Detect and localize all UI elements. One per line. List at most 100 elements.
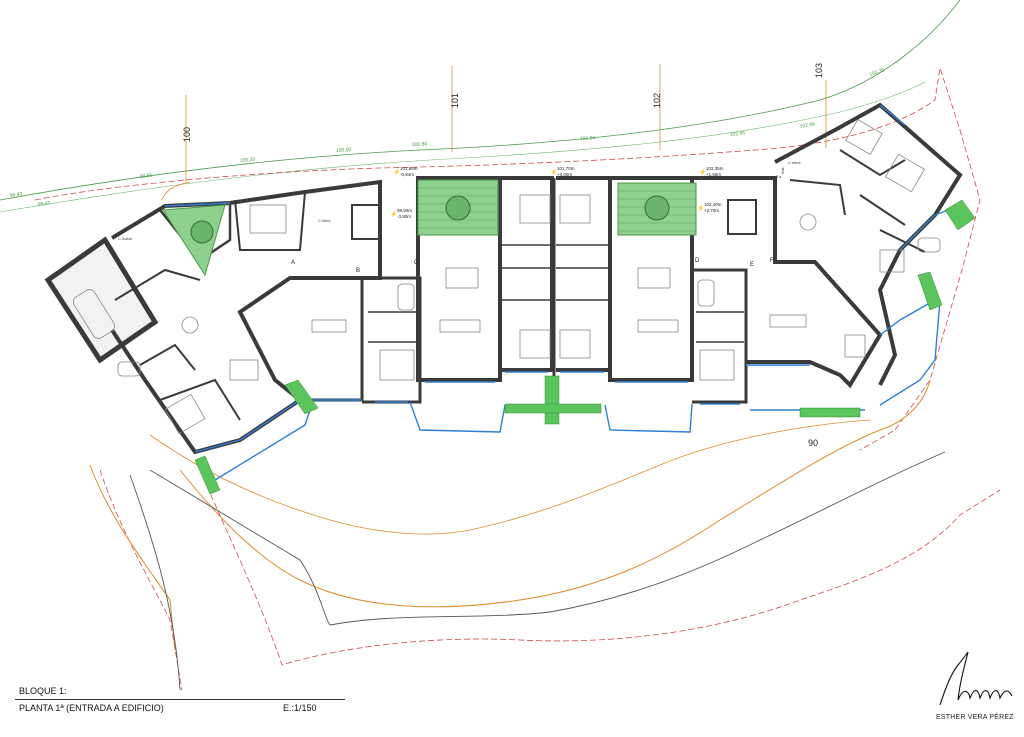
bathtub-icon — [917, 237, 941, 253]
wing-wall-inner — [114, 268, 201, 301]
svg-text:102,40m: 102,40m — [704, 202, 722, 207]
bed-icon — [164, 393, 206, 435]
wing-wall-inner — [234, 191, 306, 251]
unit-label-a: A — [291, 260, 295, 266]
room-label: C.Instal. — [118, 236, 133, 241]
unit-wall-c — [556, 176, 612, 372]
svg-text:⚡: ⚡ — [390, 210, 397, 218]
level-mark: ⚡ 102,35m +1,65m — [699, 166, 724, 177]
contour-line-green — [0, 0, 961, 201]
wing-wall-inner — [839, 149, 926, 253]
level-mark: ⚡ 101,86m -0,84m — [393, 166, 418, 177]
bed-icon — [519, 194, 551, 224]
room-label: Inst. — [780, 166, 785, 174]
bed-icon — [884, 153, 926, 193]
site-contours — [0, 0, 1001, 691]
contour-minor-label: 101,64 — [580, 135, 596, 142]
svg-text:+1,65m: +1,65m — [706, 172, 721, 177]
tree-icon — [644, 195, 670, 221]
lift-core — [727, 199, 757, 235]
contour-line-orange — [161, 181, 191, 201]
lift-core — [351, 204, 381, 240]
contour-minor-labels: 99,43 99,65 100,20 100,50 100,86 101,64 … — [9, 67, 885, 208]
planters — [194, 199, 976, 495]
wing-wall-inner — [139, 343, 196, 371]
wing-wall-inner — [159, 378, 241, 421]
contour-minor-label: 99,65 — [140, 173, 153, 180]
contour-label: 100 — [182, 127, 192, 142]
bed-icon — [519, 329, 551, 359]
contour-minor-label: 100,86 — [412, 141, 428, 148]
unit-label-d: D — [695, 258, 700, 264]
patios — [162, 179, 697, 277]
sofa-icon — [311, 319, 347, 333]
window-line — [879, 299, 936, 336]
contour-minor-label: 103,38 — [869, 67, 886, 77]
floor-title: PLANTA 1ª (ENTRADA A EDIFICIO) — [19, 703, 164, 713]
contour-label: 90 — [808, 438, 818, 448]
level-marks: ⚡ 101,86m -0,84m ⚡ 101,70m +0,00m ⚡ 102,… — [390, 166, 724, 219]
building-walls — [44, 102, 963, 455]
planter — [284, 379, 319, 415]
bathtub-icon — [117, 361, 141, 377]
contour-label: 103 — [814, 63, 824, 78]
table-icon — [229, 359, 259, 381]
bathtub-icon — [397, 283, 415, 311]
level-mark: ⚡ 101,70m +0,00m — [550, 166, 575, 177]
sofa-icon — [637, 319, 679, 333]
plot-boundary-line — [99, 469, 1001, 691]
planter — [917, 271, 943, 311]
contour-label: 102 — [652, 93, 662, 108]
unit-label-b: B — [356, 268, 360, 274]
title-divider — [15, 699, 345, 700]
svg-text:-0,84m: -0,84m — [400, 172, 414, 177]
level-mark: ⚡ 102,40m +2,70m — [697, 202, 722, 213]
tree-icon — [445, 195, 471, 221]
contour-minor-label: 100,50 — [336, 147, 352, 154]
unit-wall-d — [608, 176, 694, 382]
unit-wall-d2 — [692, 268, 748, 404]
bed-icon — [559, 194, 591, 224]
unit-label-e: E — [750, 262, 754, 268]
table-icon — [445, 267, 479, 289]
level-mark: ⚡ 99,90m -3,80m — [390, 208, 412, 219]
furniture — [72, 119, 941, 435]
window-line — [194, 399, 301, 453]
window-line — [164, 202, 231, 207]
unit-wall-b — [290, 276, 364, 402]
svg-text:101,86m: 101,86m — [400, 166, 418, 171]
unit-wall-c — [500, 176, 554, 372]
planter — [504, 403, 602, 414]
svg-text:+2,70m: +2,70m — [704, 208, 719, 213]
author-signature — [939, 651, 1013, 706]
wing-wall-right — [692, 176, 883, 389]
unit-label-f: F — [770, 258, 774, 264]
wing-wall-inner — [789, 179, 846, 216]
room-label: T.a — [776, 174, 782, 179]
contour-label: 101 — [450, 93, 460, 108]
author-name: ESTHER VERA PÉREZ — [936, 714, 1014, 721]
svg-text:99,90m: 99,90m — [397, 208, 412, 213]
car-icon — [72, 289, 116, 339]
svg-text:⚡: ⚡ — [393, 168, 400, 176]
planter — [194, 455, 221, 495]
unit-wall-c — [416, 176, 502, 382]
terrace-outline — [879, 299, 941, 406]
room-label: C.elect. — [318, 218, 332, 223]
room-label: C.elect. — [788, 160, 802, 165]
svg-text:+0,00m: +0,00m — [557, 172, 572, 177]
sofa-icon — [439, 319, 481, 333]
unit-wall-inner — [368, 311, 418, 343]
tree-icon — [190, 220, 214, 244]
glazing — [164, 104, 963, 481]
contour-line-orange — [149, 419, 871, 535]
plot-boundary-line — [34, 67, 981, 451]
garage-wall — [44, 236, 159, 364]
room-labels: C.Instal. C.elect. C.elect. Inst. T.a — [118, 160, 802, 241]
planter — [544, 375, 560, 425]
table-icon — [844, 334, 866, 358]
bathtub-icon — [697, 279, 715, 307]
planter — [799, 407, 861, 418]
wing-wall-right-outer — [774, 102, 963, 386]
terrace-outline — [409, 401, 506, 433]
